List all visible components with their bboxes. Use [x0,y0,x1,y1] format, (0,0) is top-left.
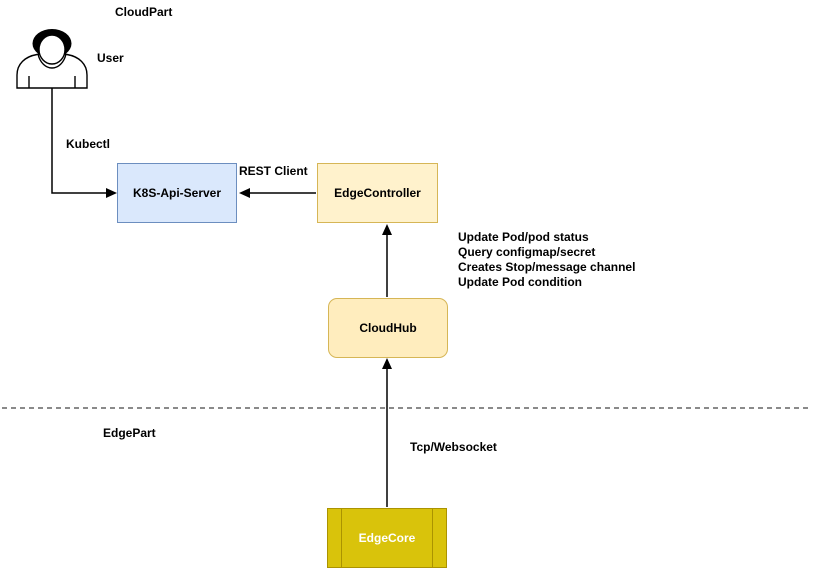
tcp-websocket-edge-label: Tcp/Websocket [410,440,497,454]
node-edgecontroller[interactable]: EdgeController [317,163,438,223]
node-cloudhub[interactable]: CloudHub [328,298,448,358]
note-line: Query configmap/secret [458,245,596,259]
edgecontroller-notes: Update Pod/pod status Query configmap/se… [458,230,635,290]
note-line: Update Pod condition [458,275,582,289]
node-cloudhub-label: CloudHub [359,321,417,335]
edgepart-label: EdgePart [103,426,156,440]
node-edgecontroller-label: EdgeController [334,186,421,200]
kubectl-edge-label: Kubectl [66,137,111,151]
rest-client-edge-label: REST Client [239,164,308,178]
node-k8s-api-server[interactable]: K8S-Api-Server [117,163,237,223]
node-edgecore[interactable]: EdgeCore [327,508,447,568]
cloudpart-label: CloudPart [115,5,173,19]
note-line: Creates Stop/message channel [458,260,636,274]
node-k8s-api-server-label: K8S-Api-Server [132,186,222,200]
note-line: Update Pod/pod status [458,230,589,244]
edgecore-to-cloudhub-arrow [382,358,392,507]
cloudhub-to-edgecontroller-arrow [382,224,392,297]
user-icon [16,29,88,89]
user-label: User [97,51,124,65]
rest-client-arrow [239,188,316,198]
node-edgecore-label: EdgeCore [358,531,416,545]
